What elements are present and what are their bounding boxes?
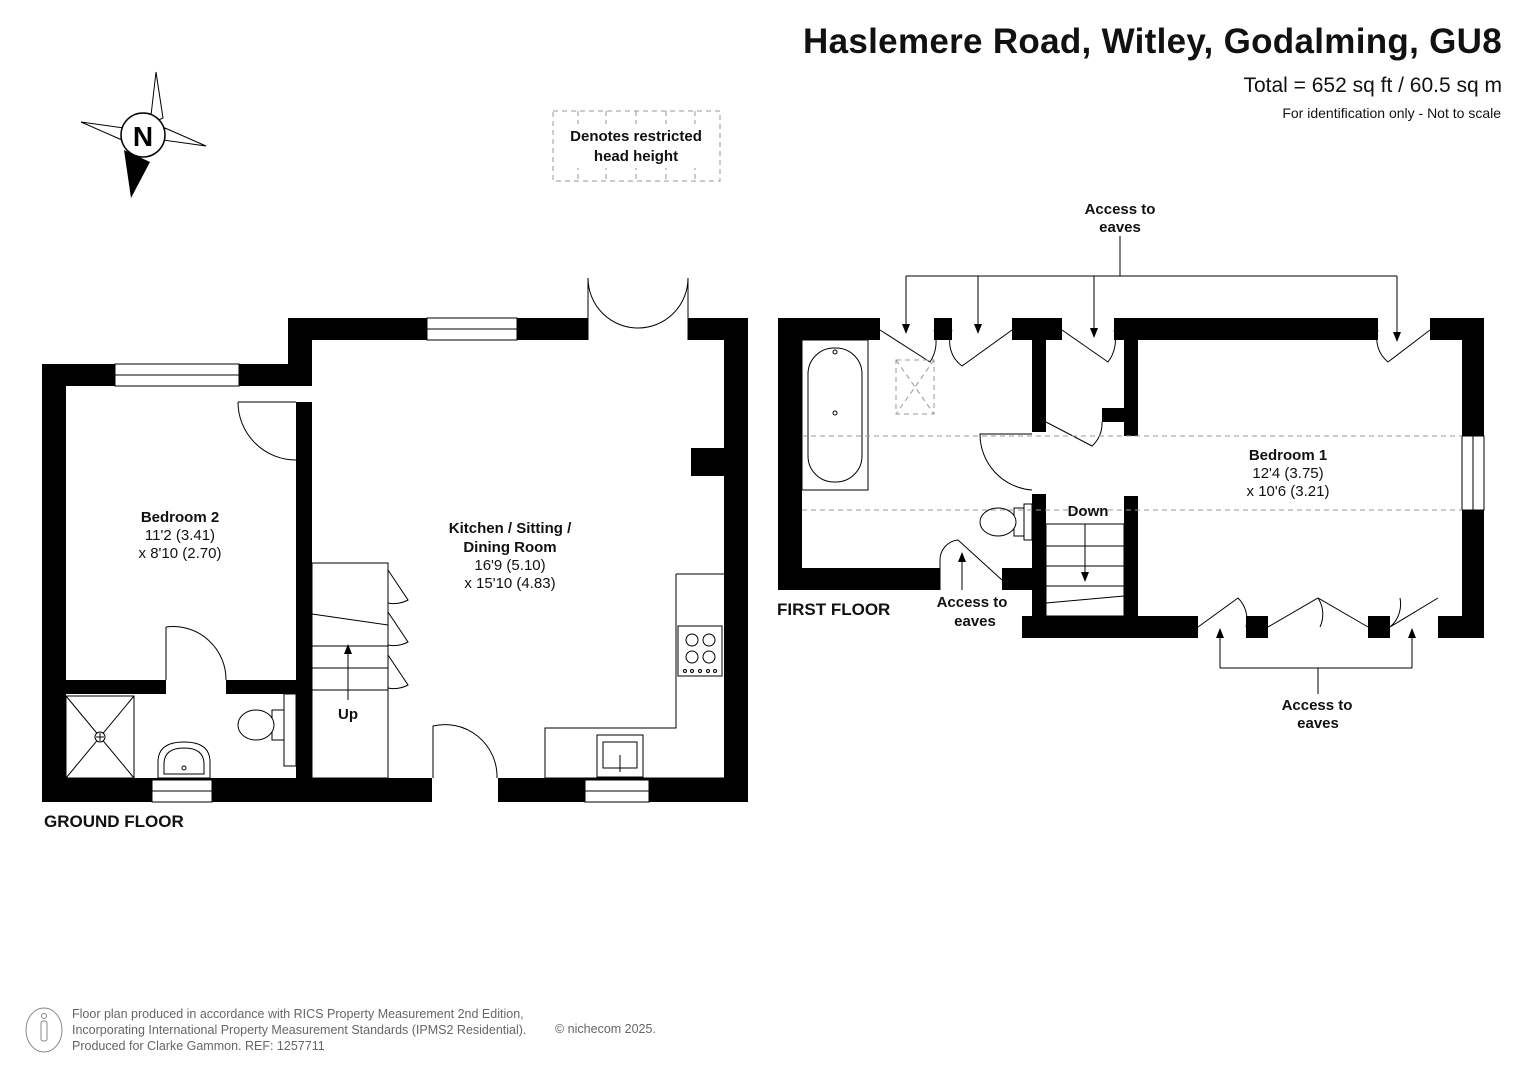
stairs-down-label: Down — [1068, 503, 1109, 520]
bedroom2-dim2: x 8'10 (2.70) — [139, 545, 222, 562]
ground-floor-label: GROUND FLOOR — [44, 812, 184, 831]
eaves-mid-line1: Access to — [937, 594, 1008, 611]
kitchen-label-line2: Dining Room — [463, 539, 556, 556]
footer-line2: Incorporating International Property Mea… — [72, 1023, 527, 1037]
footer-text: Floor plan produced in accordance with R… — [72, 1006, 526, 1054]
legend-line2: head height — [594, 148, 678, 165]
total-area: Total = 652 sq ft / 60.5 sq m — [1243, 74, 1502, 97]
kitchen-dim2: x 15'10 (4.83) — [464, 575, 555, 592]
eaves-bottom-line2: eaves — [1297, 715, 1339, 732]
compass-north-icon: N — [80, 71, 207, 198]
stairs-up-label: Up — [338, 706, 358, 723]
bedroom1-dim2: x 10'6 (3.21) — [1247, 483, 1330, 500]
copyright: © nichecom 2025. — [555, 1022, 656, 1036]
first-floor-plan: Bedroom 1 12'4 (3.75) x 10'6 (3.21) Down… — [777, 201, 1485, 732]
kitchen-dim1: 16'9 (5.10) — [474, 557, 545, 574]
ground-floor-plan: Bedroom 2 11'2 (3.41) x 8'10 (2.70) Kitc… — [42, 277, 748, 831]
bedroom1-label: Bedroom 1 — [1249, 447, 1327, 464]
bedroom1-dim1: 12'4 (3.75) — [1252, 465, 1323, 482]
bedroom2-dim1: 11'2 (3.41) — [145, 527, 215, 544]
compass-letter: N — [133, 121, 153, 152]
scale-note: For identification only - Not to scale — [1282, 105, 1501, 121]
kitchen-label-line1: Kitchen / Sitting / — [449, 520, 572, 537]
footer-line3: Produced for Clarke Gammon. REF: 1257711 — [72, 1039, 325, 1053]
person-icon — [25, 1007, 63, 1053]
eaves-top-line2: eaves — [1099, 219, 1141, 236]
first-floor-label: FIRST FLOOR — [777, 600, 890, 619]
eaves-top-line1: Access to — [1085, 201, 1156, 218]
legend-line1: Denotes restricted — [570, 128, 702, 145]
footer-line1: Floor plan produced in accordance with R… — [72, 1007, 524, 1021]
bedroom2-label: Bedroom 2 — [141, 509, 219, 526]
eaves-mid-line2: eaves — [954, 613, 996, 630]
eaves-bottom-line1: Access to — [1282, 697, 1353, 714]
property-address: Haslemere Road, Witley, Godalming, GU8 — [803, 22, 1502, 61]
restricted-height-legend: Denotes restricted head height — [552, 110, 721, 182]
